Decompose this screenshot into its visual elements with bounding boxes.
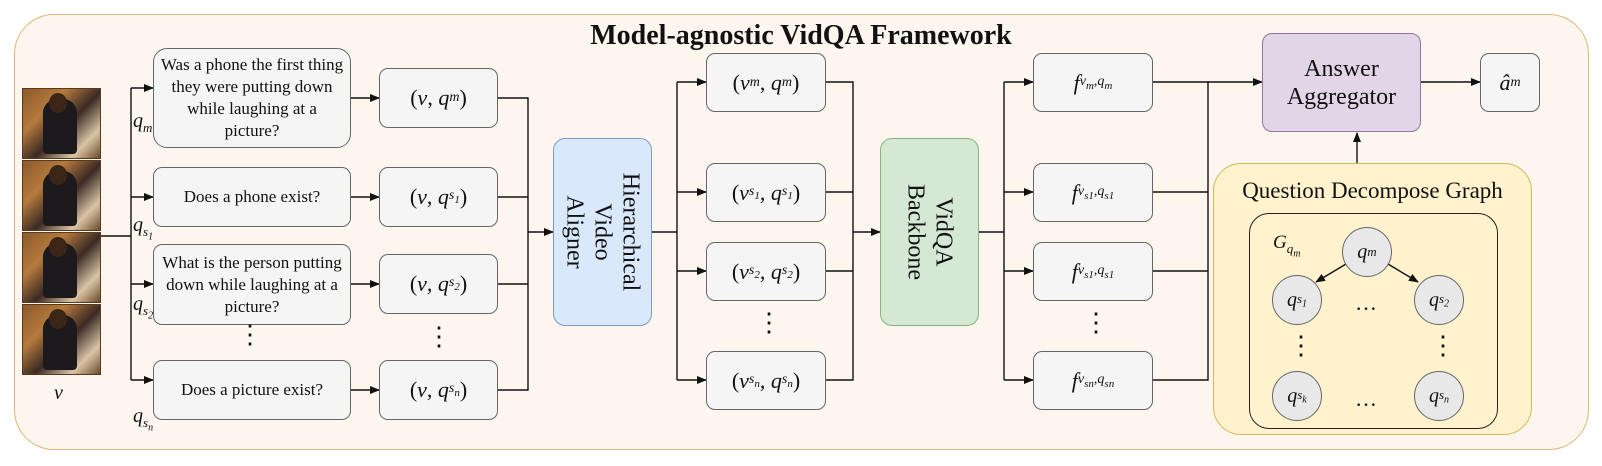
ellipsis-vertical: ⋮ — [756, 308, 782, 337]
video-frame-2 — [22, 160, 101, 231]
vidqa-backbone: VidQA Backbone — [880, 138, 979, 326]
video-frame-3 — [22, 232, 101, 303]
q-label-s2: qs2 — [133, 293, 154, 322]
question-main: Was a phone the first thing they were pu… — [153, 48, 351, 148]
question-sub-1: Does a phone exist? — [153, 167, 351, 227]
graph-label: Gqm — [1273, 232, 1301, 260]
video-frame-4 — [22, 304, 101, 375]
ellipsis-vertical: ⋮ — [237, 320, 263, 349]
q-label-m: qm — [133, 110, 153, 135]
graph-title: Question Decompose Graph — [1242, 178, 1503, 203]
hierarchical-video-aligner: Hierarchical Video Aligner — [553, 138, 652, 326]
ellipsis-vertical: ⋮ — [1288, 331, 1314, 360]
question-sub-2: What is the person putting down while la… — [153, 244, 351, 325]
ellipsis-vertical: ⋮ — [1083, 308, 1109, 337]
answer-aggregator: Answer Aggregator — [1262, 33, 1421, 132]
ellipsis-vertical: ⋮ — [1430, 331, 1456, 360]
q-label-sn: qsn — [133, 405, 154, 434]
ellipsis-vertical: ⋮ — [426, 322, 452, 351]
ellipsis-horizontal: … — [1355, 386, 1377, 411]
ellipsis-horizontal: … — [1355, 290, 1377, 315]
video-label: v — [54, 382, 63, 404]
question-sub-n: Does a picture exist? — [153, 360, 351, 420]
video-frame-1 — [22, 88, 101, 159]
framework-title: Model-agnostic VidQA Framework — [590, 20, 1012, 51]
q-label-s1: qs1 — [133, 214, 154, 243]
